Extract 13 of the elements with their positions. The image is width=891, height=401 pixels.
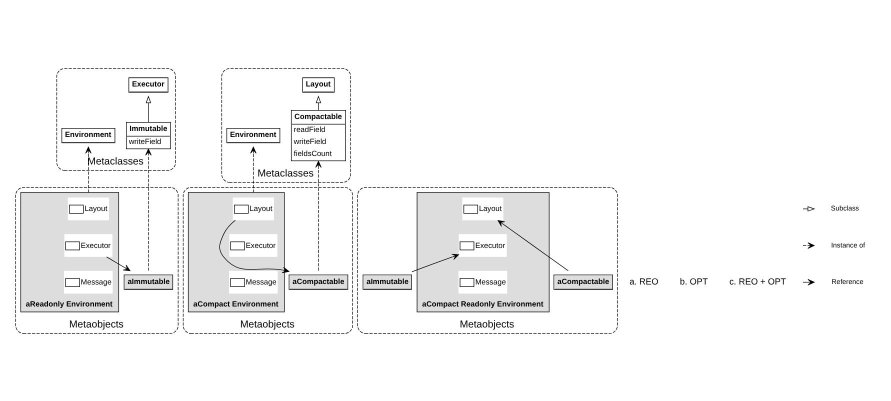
arrow [106,256,130,271]
label: b. OPT [680,276,708,286]
arrow [412,253,460,272]
label: a. REO [629,276,658,286]
arrow [250,146,257,192]
arrow [316,95,322,110]
arrow [315,160,322,270]
arrow [498,220,569,271]
label: c. REO + OPT [729,276,786,286]
arrow [146,95,152,122]
arrow [219,219,290,273]
arrow [85,146,92,192]
arrow [145,148,152,270]
